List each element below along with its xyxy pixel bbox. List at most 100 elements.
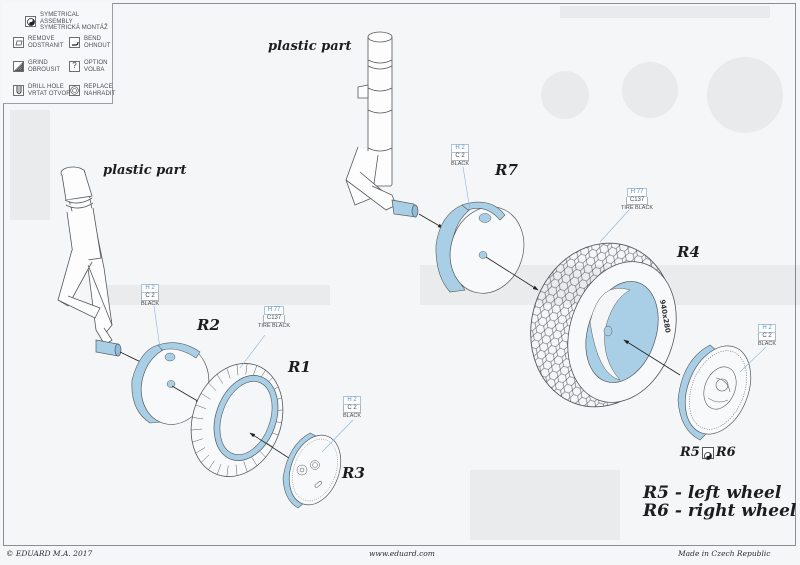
footer-copyright: © EDUARD M.A. 2017 bbox=[6, 549, 93, 558]
tire-tread-rib bbox=[251, 456, 258, 466]
plastic-part-label-left: plastic part bbox=[103, 163, 187, 178]
remove-icon bbox=[13, 37, 24, 48]
bleed-block bbox=[470, 470, 620, 540]
part-label-r3: R3 bbox=[342, 464, 365, 482]
bend-icon bbox=[69, 37, 80, 48]
paint-callout-r5-r6: H 2 C 2 BLACK bbox=[758, 324, 776, 348]
legend-text: ODSTRANIT bbox=[28, 42, 64, 49]
right-strut-plastic-part bbox=[345, 31, 397, 211]
paint-code-c: C137 bbox=[262, 315, 286, 323]
legend-text: OPTION bbox=[84, 60, 108, 66]
tire-tread-rib bbox=[216, 374, 223, 384]
bleed-title bbox=[560, 6, 770, 18]
tire-tread-rib bbox=[208, 460, 215, 470]
tire-tread-rib bbox=[195, 447, 206, 454]
right-axle-stub bbox=[391, 199, 419, 218]
legend-text: SYMETRICAL ASSEMBLY bbox=[40, 12, 80, 25]
part-label-r6: R6 bbox=[715, 445, 736, 460]
left-wheel-caption: R5 - left wheel bbox=[643, 483, 782, 503]
paint-callout-r1: H 77 C137 TIRE BLACK bbox=[258, 306, 290, 330]
replace-icon bbox=[69, 85, 80, 96]
bleed-circle bbox=[707, 57, 783, 133]
symmetrical-icon bbox=[25, 16, 36, 28]
paint-code-c: C 2 bbox=[141, 293, 159, 301]
tire-tread-rib bbox=[236, 364, 239, 376]
grind-icon bbox=[13, 61, 24, 72]
right-wheel-caption: R6 - right wheel bbox=[643, 501, 797, 521]
paint-code-h: H 2 bbox=[141, 284, 159, 293]
legend-text: OHNOUT bbox=[84, 42, 111, 49]
legend-text: OBROUSIT bbox=[28, 66, 61, 73]
part-label-r2: R2 bbox=[197, 316, 220, 334]
left-axle-stub bbox=[95, 339, 122, 357]
part-r7-hub bbox=[435, 201, 525, 294]
paint-callout-r3: H 2 C 2 BLACK bbox=[343, 396, 361, 420]
legend-text: REPLACE bbox=[84, 84, 113, 90]
part-r5-r6-hubcap bbox=[677, 344, 752, 441]
paint-code-h: H 77 bbox=[626, 188, 648, 197]
paint-callout-r7: H 2 C 2 BLACK bbox=[451, 144, 469, 168]
tire-tread-rib bbox=[216, 464, 222, 475]
paint-code-h: H 2 bbox=[758, 324, 776, 333]
paint-name: BLACK bbox=[451, 161, 470, 167]
footer-origin: Made in Czech Republic bbox=[678, 549, 771, 558]
paint-code-h: H 77 bbox=[263, 306, 285, 315]
tire-tread-rib bbox=[245, 363, 248, 375]
paint-name: BLACK bbox=[141, 301, 160, 307]
legend-text: VOLBA bbox=[84, 66, 105, 73]
tire-tread-rib bbox=[252, 365, 258, 376]
paint-callout-r2: H 2 C 2 BLACK bbox=[141, 284, 159, 308]
part-label-r4: R4 bbox=[677, 243, 700, 261]
legend-text: NAHRADIT bbox=[84, 90, 116, 97]
legend-text: SYMETRICKÁ MONTÁŽ bbox=[40, 25, 108, 31]
paint-code-c: C137 bbox=[625, 197, 649, 205]
paint-code-c: C 2 bbox=[451, 153, 469, 161]
tire-tread-rib bbox=[200, 392, 211, 400]
tire-tread-rib bbox=[226, 367, 231, 379]
paint-name: BLACK bbox=[343, 413, 362, 419]
legend-text: DRILL HOLE bbox=[28, 84, 64, 90]
arrow-strut-to-r7 bbox=[418, 213, 444, 229]
bleed-circle bbox=[622, 62, 678, 118]
tire-tread-rib bbox=[195, 404, 207, 409]
part-r4-tire: 940x280 bbox=[530, 242, 677, 408]
bleed-circle bbox=[541, 71, 589, 119]
paint-leaders bbox=[153, 166, 767, 453]
paint-code-c: C 2 bbox=[343, 405, 361, 413]
tire-tread-rib bbox=[226, 465, 229, 477]
tire-tread-rib bbox=[191, 428, 203, 431]
tire-tread-rib bbox=[201, 454, 210, 463]
paint-callout-r4: H 77 C137 TIRE BLACK bbox=[621, 188, 653, 212]
tire-tread-rib bbox=[208, 382, 217, 391]
paint-name: TIRE BLACK bbox=[621, 205, 654, 211]
part-r1-tire bbox=[190, 363, 284, 477]
tire-tread-rib bbox=[243, 461, 248, 473]
drill-hole-icon bbox=[13, 85, 24, 96]
paint-name: TIRE BLACK bbox=[258, 323, 291, 329]
part-r3-hubcap bbox=[282, 432, 342, 509]
footer-website[interactable]: www.eduard.com bbox=[369, 549, 435, 558]
paint-code-h: H 2 bbox=[343, 396, 361, 405]
paint-code-h: H 2 bbox=[451, 144, 469, 153]
plastic-part-label-right: plastic part bbox=[268, 39, 352, 54]
arrow-r3-to-r1 bbox=[249, 432, 293, 461]
symmetrical-icon bbox=[701, 446, 714, 460]
legend-text: GRIND bbox=[28, 60, 48, 66]
legend-text: VRTAT OTVOR bbox=[28, 90, 71, 97]
part-label-r1: R1 bbox=[288, 358, 311, 376]
page-frame bbox=[3, 3, 796, 546]
tire-tread-rib bbox=[192, 438, 203, 443]
arrow-r2-to-r1 bbox=[171, 385, 202, 404]
r5-r6-symmetry-label: R5 R6 bbox=[680, 445, 736, 460]
paint-name: BLACK bbox=[758, 341, 777, 347]
bleed-block bbox=[10, 110, 50, 220]
left-strut-plastic-part bbox=[57, 166, 113, 346]
legend-text: BEND bbox=[84, 36, 102, 42]
